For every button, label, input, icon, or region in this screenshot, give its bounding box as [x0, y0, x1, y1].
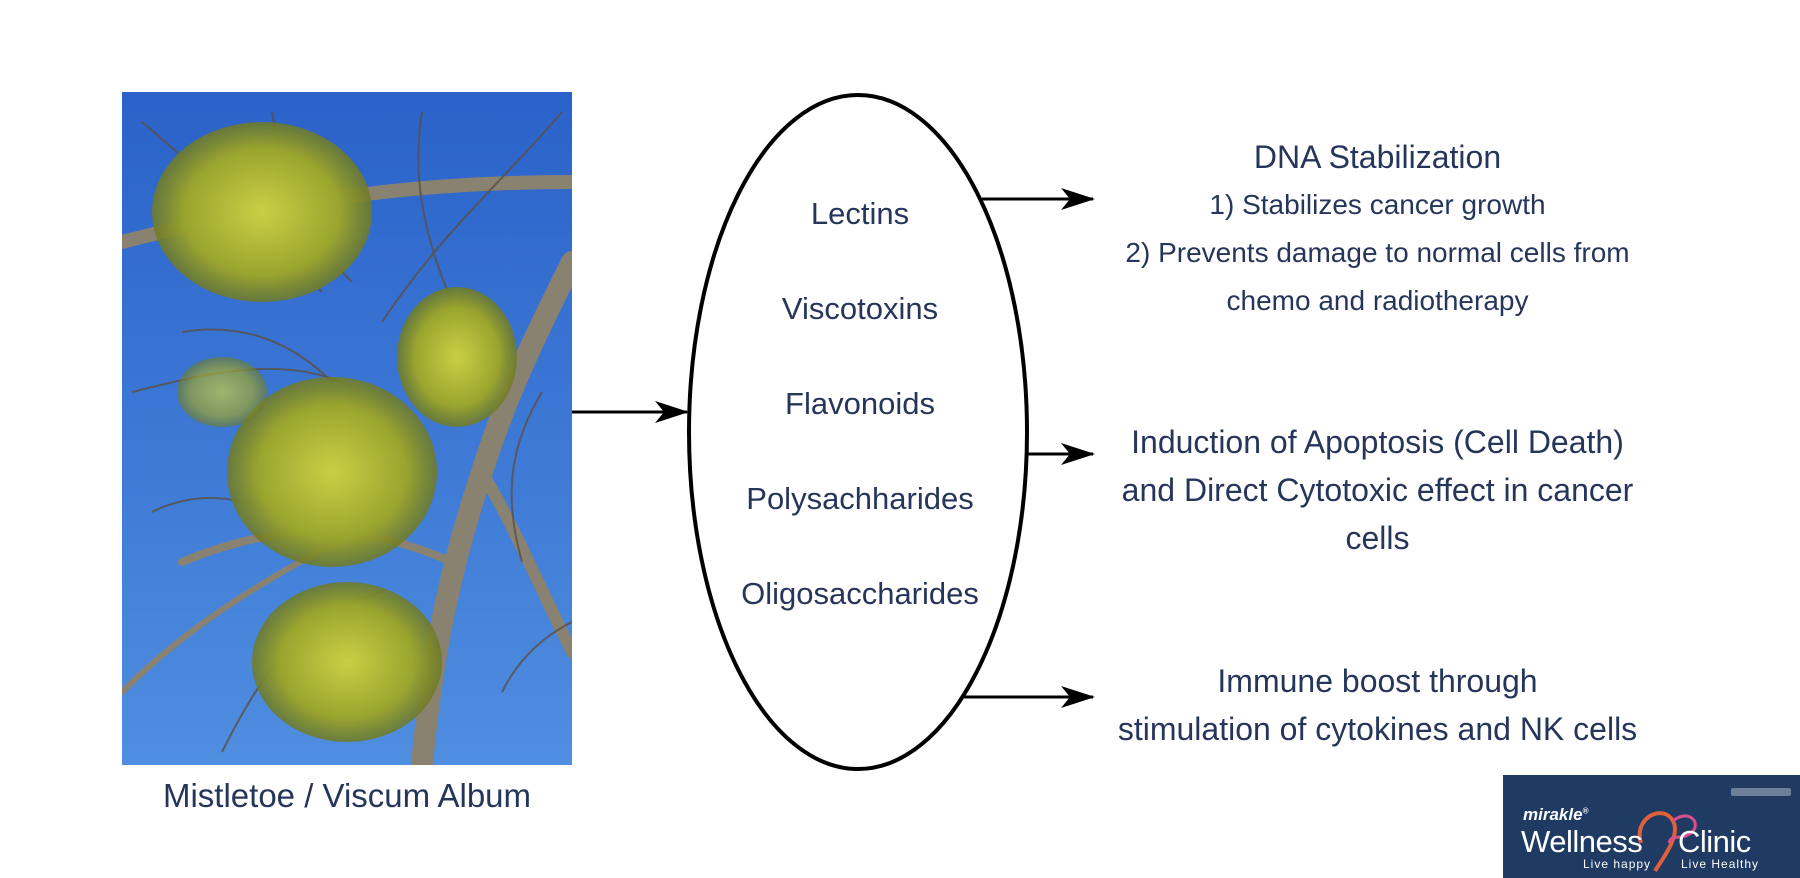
compound-lectins: Lectins	[810, 196, 910, 231]
compounds-ellipse	[687, 93, 1029, 771]
compound-polysachharides: Polysachharides	[746, 481, 974, 516]
logo-tagline-1: Live happy	[1583, 857, 1652, 871]
logo-word-clinic: Clinic	[1678, 824, 1751, 859]
compound-flavonoids: Flavonoids	[785, 386, 935, 421]
mini-logo-mark	[1731, 788, 1791, 796]
effect-dna-stabilization: DNA Stabilization 1) Stabilizes cancer g…	[1090, 133, 1665, 325]
effect-dna-line3: chemo and radiotherapy	[1226, 285, 1529, 316]
effect-apoptosis-line3: cells	[1345, 520, 1410, 556]
logo-brand: mirakle®	[1523, 805, 1588, 825]
compound-viscotoxins: Viscotoxins	[781, 291, 939, 326]
effect-immune-line2: stimulation of cytokines and NK cells	[1117, 711, 1638, 747]
ribbon-icon	[1637, 811, 1697, 873]
logo-brand-mark: ®	[1582, 806, 1589, 816]
effect-apoptosis: Induction of Apoptosis (Cell Death) and …	[1090, 418, 1665, 562]
effect-dna-line2: 2) Prevents damage to normal cells from	[1125, 237, 1630, 268]
effect-immune-line1: Immune boost through	[1217, 663, 1538, 699]
effect-dna-line1: 1) Stabilizes cancer growth	[1209, 189, 1546, 220]
effect-apoptosis-line1: Induction of Apoptosis (Cell Death)	[1131, 424, 1624, 460]
logo-brand-text: mirakle	[1523, 805, 1583, 824]
compound-oligosaccharides: Oligosaccharides	[741, 576, 979, 611]
logo-word-wellness: Wellness	[1521, 824, 1643, 859]
effect-dna-title: DNA Stabilization	[1253, 139, 1502, 175]
effect-immune-boost: Immune boost through stimulation of cyto…	[1090, 657, 1665, 753]
wellness-clinic-logo: mirakle® Wellness Clinic Live happy Live…	[1503, 775, 1800, 878]
mistletoe-photo	[122, 92, 572, 765]
photo-caption: Mistletoe / Viscum Album	[162, 777, 532, 814]
logo-tagline-2: Live Healthy	[1681, 857, 1760, 871]
effect-apoptosis-line2: and Direct Cytotoxic effect in cancer	[1121, 472, 1634, 508]
